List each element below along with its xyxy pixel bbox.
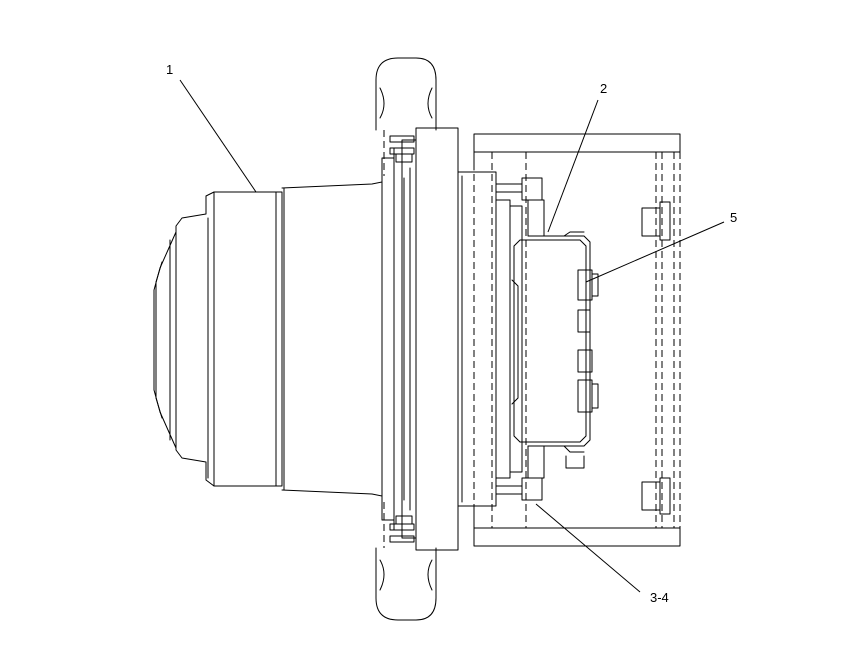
guard-frame [473,133,681,547]
callout-1: 1 [166,62,173,77]
bolts-3-4 [495,177,545,501]
leader-1 [179,79,257,193]
callout-5: 5 [730,210,737,225]
wheel-flange [375,57,523,621]
leader-5 [585,221,725,283]
leader-lines [179,79,725,593]
leader-2 [547,99,599,233]
callout-3-4: 3-4 [650,590,669,605]
motor-block [511,231,599,469]
leader-3-4 [535,503,641,593]
callout-2: 2 [600,81,607,96]
drive-hub [153,181,383,497]
